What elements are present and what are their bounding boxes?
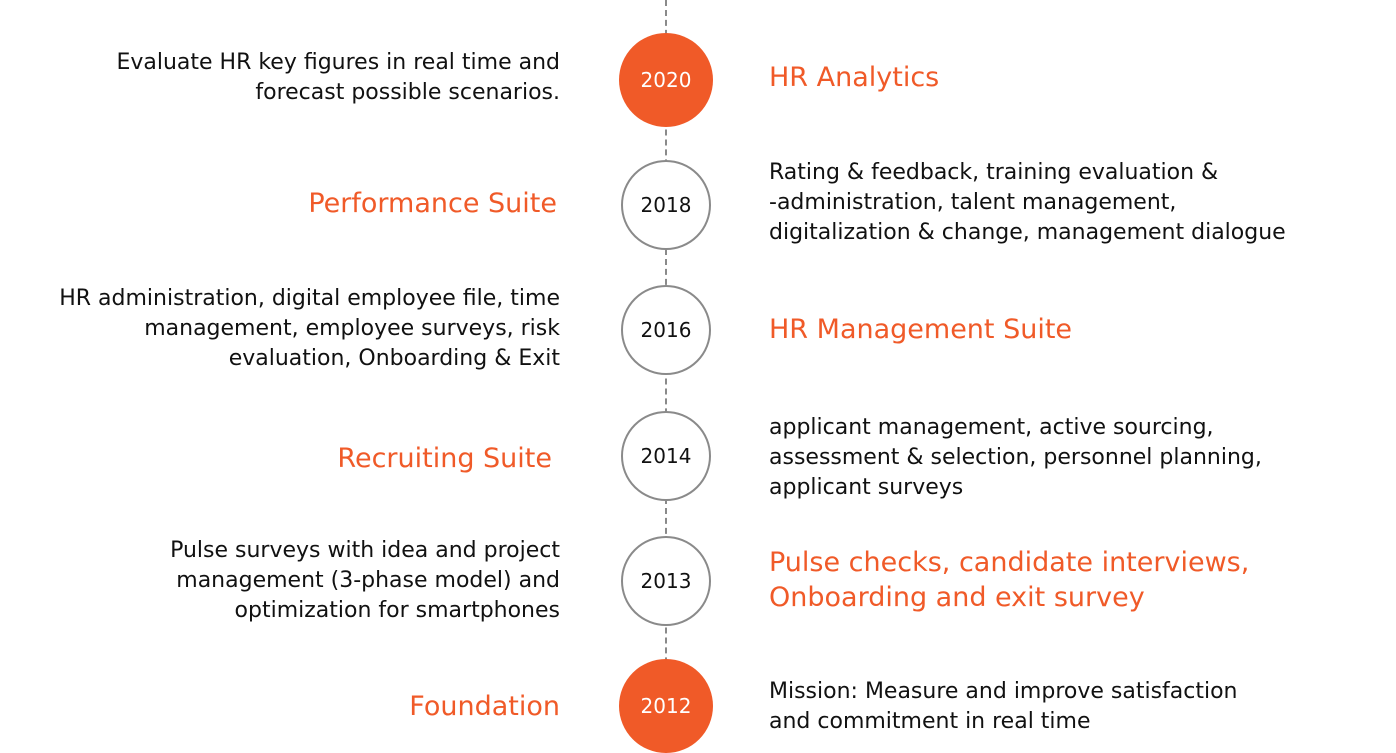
milestone-2020-description: Evaluate HR key figures in real time and… (116, 50, 560, 105)
milestone-2016-description: HR administration, digital employee file… (59, 286, 560, 371)
year-label: 2016 (640, 318, 692, 342)
year-label: 2018 (640, 193, 692, 217)
milestone-2018-description: Rating & feedback, training evaluation &… (769, 160, 1286, 245)
milestone-2013-label: Pulse checks, candidate interviews, Onbo… (769, 547, 1250, 613)
milestone-2012-description: Mission: Measure and improve satisfactio… (769, 679, 1238, 734)
year-circle-2013: 2013 (621, 536, 711, 626)
year-circle-2014: 2014 (621, 411, 711, 501)
year-label: 2012 (640, 694, 692, 718)
milestone-2014-description: applicant management, active sourcing, a… (769, 415, 1262, 500)
milestone-2016-label: HR Management Suite (769, 314, 1073, 345)
year-circle-2018: 2018 (621, 160, 711, 250)
year-circle-2016: 2016 (621, 285, 711, 375)
milestone-2012-label: Foundation (409, 691, 560, 722)
year-label: 2020 (640, 68, 692, 92)
year-label: 2013 (640, 569, 692, 593)
year-label: 2014 (640, 444, 692, 468)
timeline-dashed-line (665, 0, 667, 753)
year-circle-2012: 2012 (619, 659, 713, 753)
year-circle-2020: 2020 (619, 33, 713, 127)
milestone-2020-label: HR Analytics (769, 62, 940, 93)
milestone-2014-label: Recruiting Suite (337, 443, 552, 474)
milestone-2018-label: Performance Suite (308, 188, 557, 219)
milestone-2013-description: Pulse surveys with idea and project mana… (170, 538, 560, 623)
